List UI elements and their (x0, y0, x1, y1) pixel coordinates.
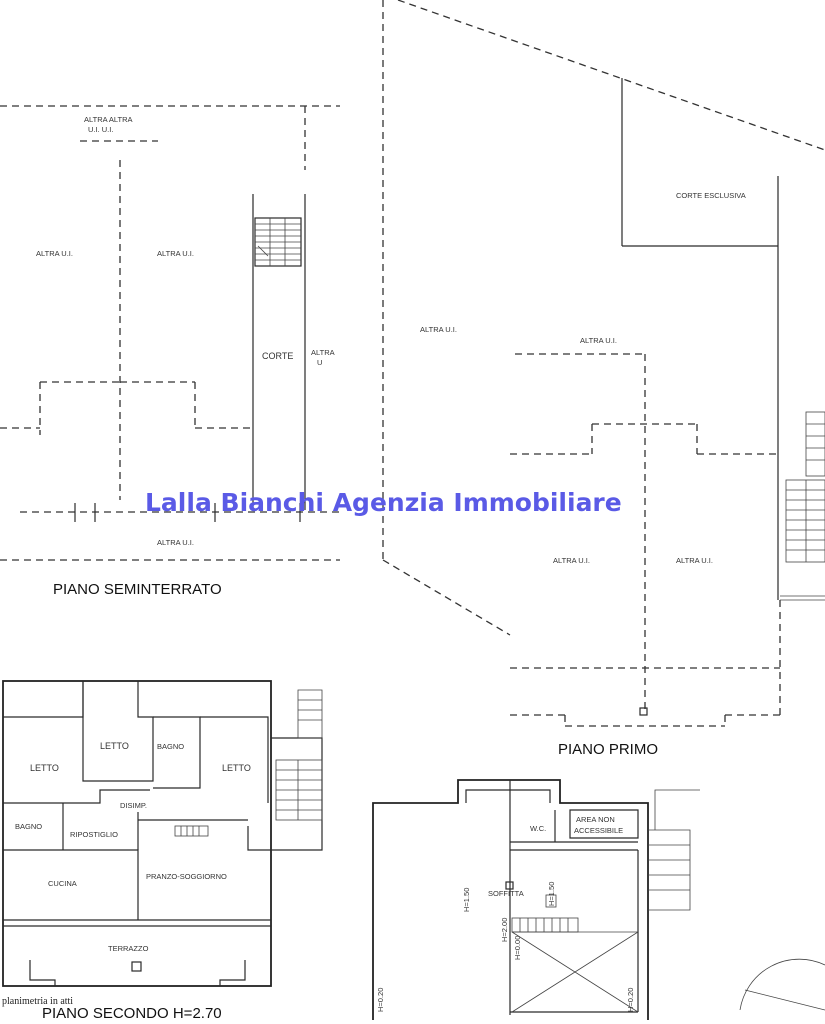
piano-secondo: LETTO LETTO LETTO BAGNO BAGNO DISIMP. RI… (2, 680, 323, 1022)
label-altra-ui-left: ALTRA U.I. (36, 249, 73, 258)
label-area-non-a: AREA NON (576, 815, 615, 824)
label-wc: W.C. (530, 824, 546, 833)
label-area-non-b: ACCESSIBILE (574, 826, 623, 835)
piano-primo: CORTE ESCLUSIVA ALTRA U.I. ALTRA U.I. AL… (382, 0, 825, 758)
label-altra-ui-top-b: U.I. U.I. (88, 125, 113, 134)
label-disimp: DISIMP. (120, 801, 147, 810)
note-planimetria: planimetria in atti (2, 996, 73, 1007)
label-altra-ui-top: ALTRA ALTRA (84, 115, 133, 124)
title-piano-primo: PIANO PRIMO (558, 741, 658, 758)
label-h150-right: H=1.50 (547, 882, 556, 906)
label-altra-ui-center: ALTRA U.I. (420, 325, 457, 334)
agency-watermark: Lalla Bianchi Agenzia Immobiliare (145, 488, 622, 517)
label-altra-side-a: ALTRA (311, 348, 335, 357)
label-altra-side-b: U (317, 358, 322, 367)
title-piano-secondo: PIANO SECONDO H=2.70 (42, 1005, 222, 1022)
label-altra-ui-upper: ALTRA U.I. (580, 336, 617, 345)
label-altra-ui-bottom: ALTRA U.I. (157, 538, 194, 547)
title-piano-seminterrato: PIANO SEMINTERRATO (53, 581, 222, 598)
piano-soffitta: W.C. AREA NON ACCESSIBILE SOFFITTA H=1.5… (372, 779, 825, 1020)
label-altra-ui-mid: ALTRA U.I. (157, 249, 194, 258)
label-letto-2: LETTO (100, 741, 129, 751)
label-terrazzo: TERRAZZO (108, 944, 149, 953)
label-h020-right: H=0.20 (626, 988, 635, 1012)
label-h150-left: H=1.50 (462, 888, 471, 912)
label-h200: H=2.00 (500, 918, 509, 942)
label-ripostiglio: RIPOSTIGLIO (70, 830, 118, 839)
label-bagno-1: BAGNO (157, 742, 184, 751)
label-h020-left: H=0.20 (376, 988, 385, 1012)
label-h000: H=0.00 (513, 936, 522, 960)
label-corte: CORTE (262, 351, 293, 361)
label-letto-3: LETTO (222, 763, 251, 773)
label-cucina: CUCINA (48, 879, 77, 888)
label-corte-esclusiva: CORTE ESCLUSIVA (676, 191, 746, 200)
piano-seminterrato: ALTRA ALTRA U.I. U.I. ALTRA U.I. ALTRA U… (0, 105, 340, 598)
label-pranzo-soggiorno: PRANZO-SOGGIORNO (146, 872, 227, 881)
label-altra-ui-low-left: ALTRA U.I. (553, 556, 590, 565)
label-soffitta: SOFFITTA (488, 889, 524, 898)
label-letto-1: LETTO (30, 763, 59, 773)
label-altra-ui-low-right: ALTRA U.I. (676, 556, 713, 565)
label-bagno-2: BAGNO (15, 822, 42, 831)
